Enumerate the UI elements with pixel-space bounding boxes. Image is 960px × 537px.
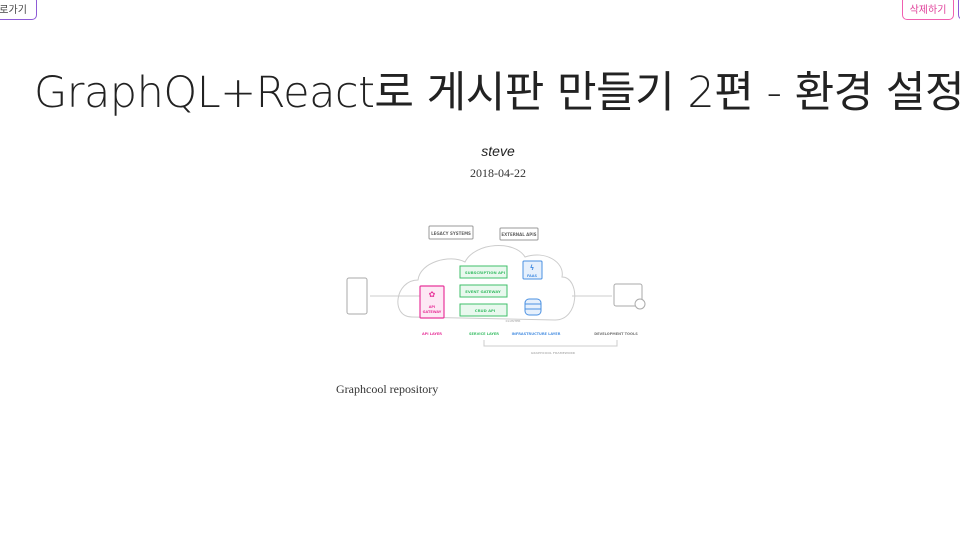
crud-api-label: CRUD API	[475, 308, 496, 313]
post-author: steve	[481, 143, 515, 159]
legacy-systems-label: LEGACY SYSTEMS	[431, 231, 471, 236]
svg-text:ϟ: ϟ	[530, 264, 535, 272]
architecture-diagram: LEGACY SYSTEMS EXTERNAL APIS ✿ API GATEW…	[346, 225, 646, 355]
post-date: 2018-04-22	[470, 166, 526, 180]
api-gateway-label: API	[429, 305, 436, 309]
svg-text:✿: ✿	[429, 290, 436, 299]
image-caption: Graphcool repository	[336, 382, 439, 396]
graphcool-framework-label: GRAPHCOOL FRAMEWORK	[531, 351, 576, 355]
back-button[interactable]: 뒤로가기	[0, 0, 37, 20]
development-tools-label: DEVELOPMENT TOOLS	[594, 332, 638, 336]
delete-button[interactable]: 삭제하기	[902, 0, 954, 20]
event-gateway-label: EVENT GATEWAY	[465, 289, 501, 294]
post-title: GraphQL+React로 게시판 만들기 2편 - 환경 설정	[33, 68, 960, 118]
phone-icon	[346, 277, 368, 315]
external-apis-label: EXTERNAL APIS	[501, 232, 536, 237]
dev-tools-icon	[613, 283, 643, 307]
infrastructure-layer-label: INFRASTRUCTURE LAYER	[512, 332, 561, 336]
api-layer-label: API LAYER	[422, 332, 442, 336]
service-layer-label: SERVICE LAYER	[469, 332, 499, 336]
api-gateway-label-2: GATEWAY	[423, 310, 442, 314]
faas-label: FAAS	[527, 274, 537, 278]
database-icon	[524, 298, 542, 316]
cluster-label: CLUSTER	[505, 319, 521, 323]
subscription-api-label: SUBSCRIPTION API	[465, 270, 506, 275]
